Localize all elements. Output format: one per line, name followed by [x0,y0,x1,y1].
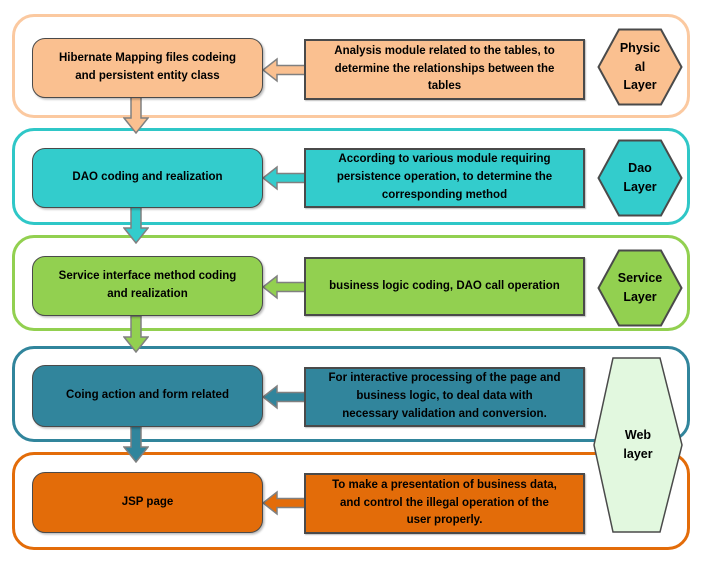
business-logic-label: business logic coding, DAO call operatio… [329,279,560,292]
service-layer-hexagon-label: Service Layer [617,271,663,304]
dao-layer-band [12,128,690,225]
business-logic-box: business logic coding, DAO call operatio… [304,257,585,316]
interactive-processing-box: For interactive processing of the page a… [304,367,585,427]
arrow-down-web-to-jsp-icon [123,426,149,463]
presentation-box: To make a presentation of business data,… [304,473,585,534]
service-interface-label: Service interface method coding and real… [58,270,237,300]
service-interface-box: Service interface method coding and real… [32,256,263,316]
dao-layer-hexagon-label: Dao Layer [623,161,657,194]
analysis-module-box: Analysis module related to the tables, t… [304,39,585,100]
hibernate-mapping-label: Hibernate Mapping files codeing and pers… [59,52,236,82]
arrow-left-according-to-dao-icon [262,165,306,191]
jsp-layer-band [12,452,690,550]
physical-layer-hexagon-label: Physic al Layer [619,40,661,93]
dao-layer-hexagon [597,139,683,217]
arrow-left-analysis-to-hibernate-icon [262,57,306,83]
service-layer-band [12,235,690,331]
arrow-down-dao-to-service-icon [123,207,149,244]
physical-layer-hexagon [597,28,683,106]
physical-layer-band [12,14,690,118]
coing-action-box: Coing action and form related [32,365,263,427]
jsp-page-box: JSP page [32,472,263,533]
arrow-left-interactive-to-coing-icon [262,384,306,410]
jsp-page-label: JSP page [121,495,174,508]
dao-coding-label: DAO coding and realization [72,171,223,184]
coing-action-label: Coing action and form related [66,389,229,402]
arrow-left-presentation-to-jsp-icon [262,490,306,516]
analysis-module-label: Analysis module related to the tables, t… [334,44,555,93]
according-module-label: According to various module requiring pe… [336,153,553,201]
presentation-label: To make a presentation of business data,… [332,478,557,527]
interactive-processing-label: For interactive processing of the page a… [328,372,561,420]
web-layer-hexagon [593,357,683,533]
hibernate-mapping-box: Hibernate Mapping files codeing and pers… [32,38,263,98]
arrow-left-businesslogic-to-service-icon [262,274,306,300]
arrow-down-service-to-web-icon [123,316,149,353]
web-layer-band [12,346,690,442]
web-layer-hexagon-label: Web layer [623,428,653,461]
according-module-box: According to various module requiring pe… [304,148,585,208]
service-layer-hexagon [597,249,683,327]
arrow-down-physical-to-dao-icon [123,97,149,134]
dao-coding-box: DAO coding and realization [32,148,263,208]
